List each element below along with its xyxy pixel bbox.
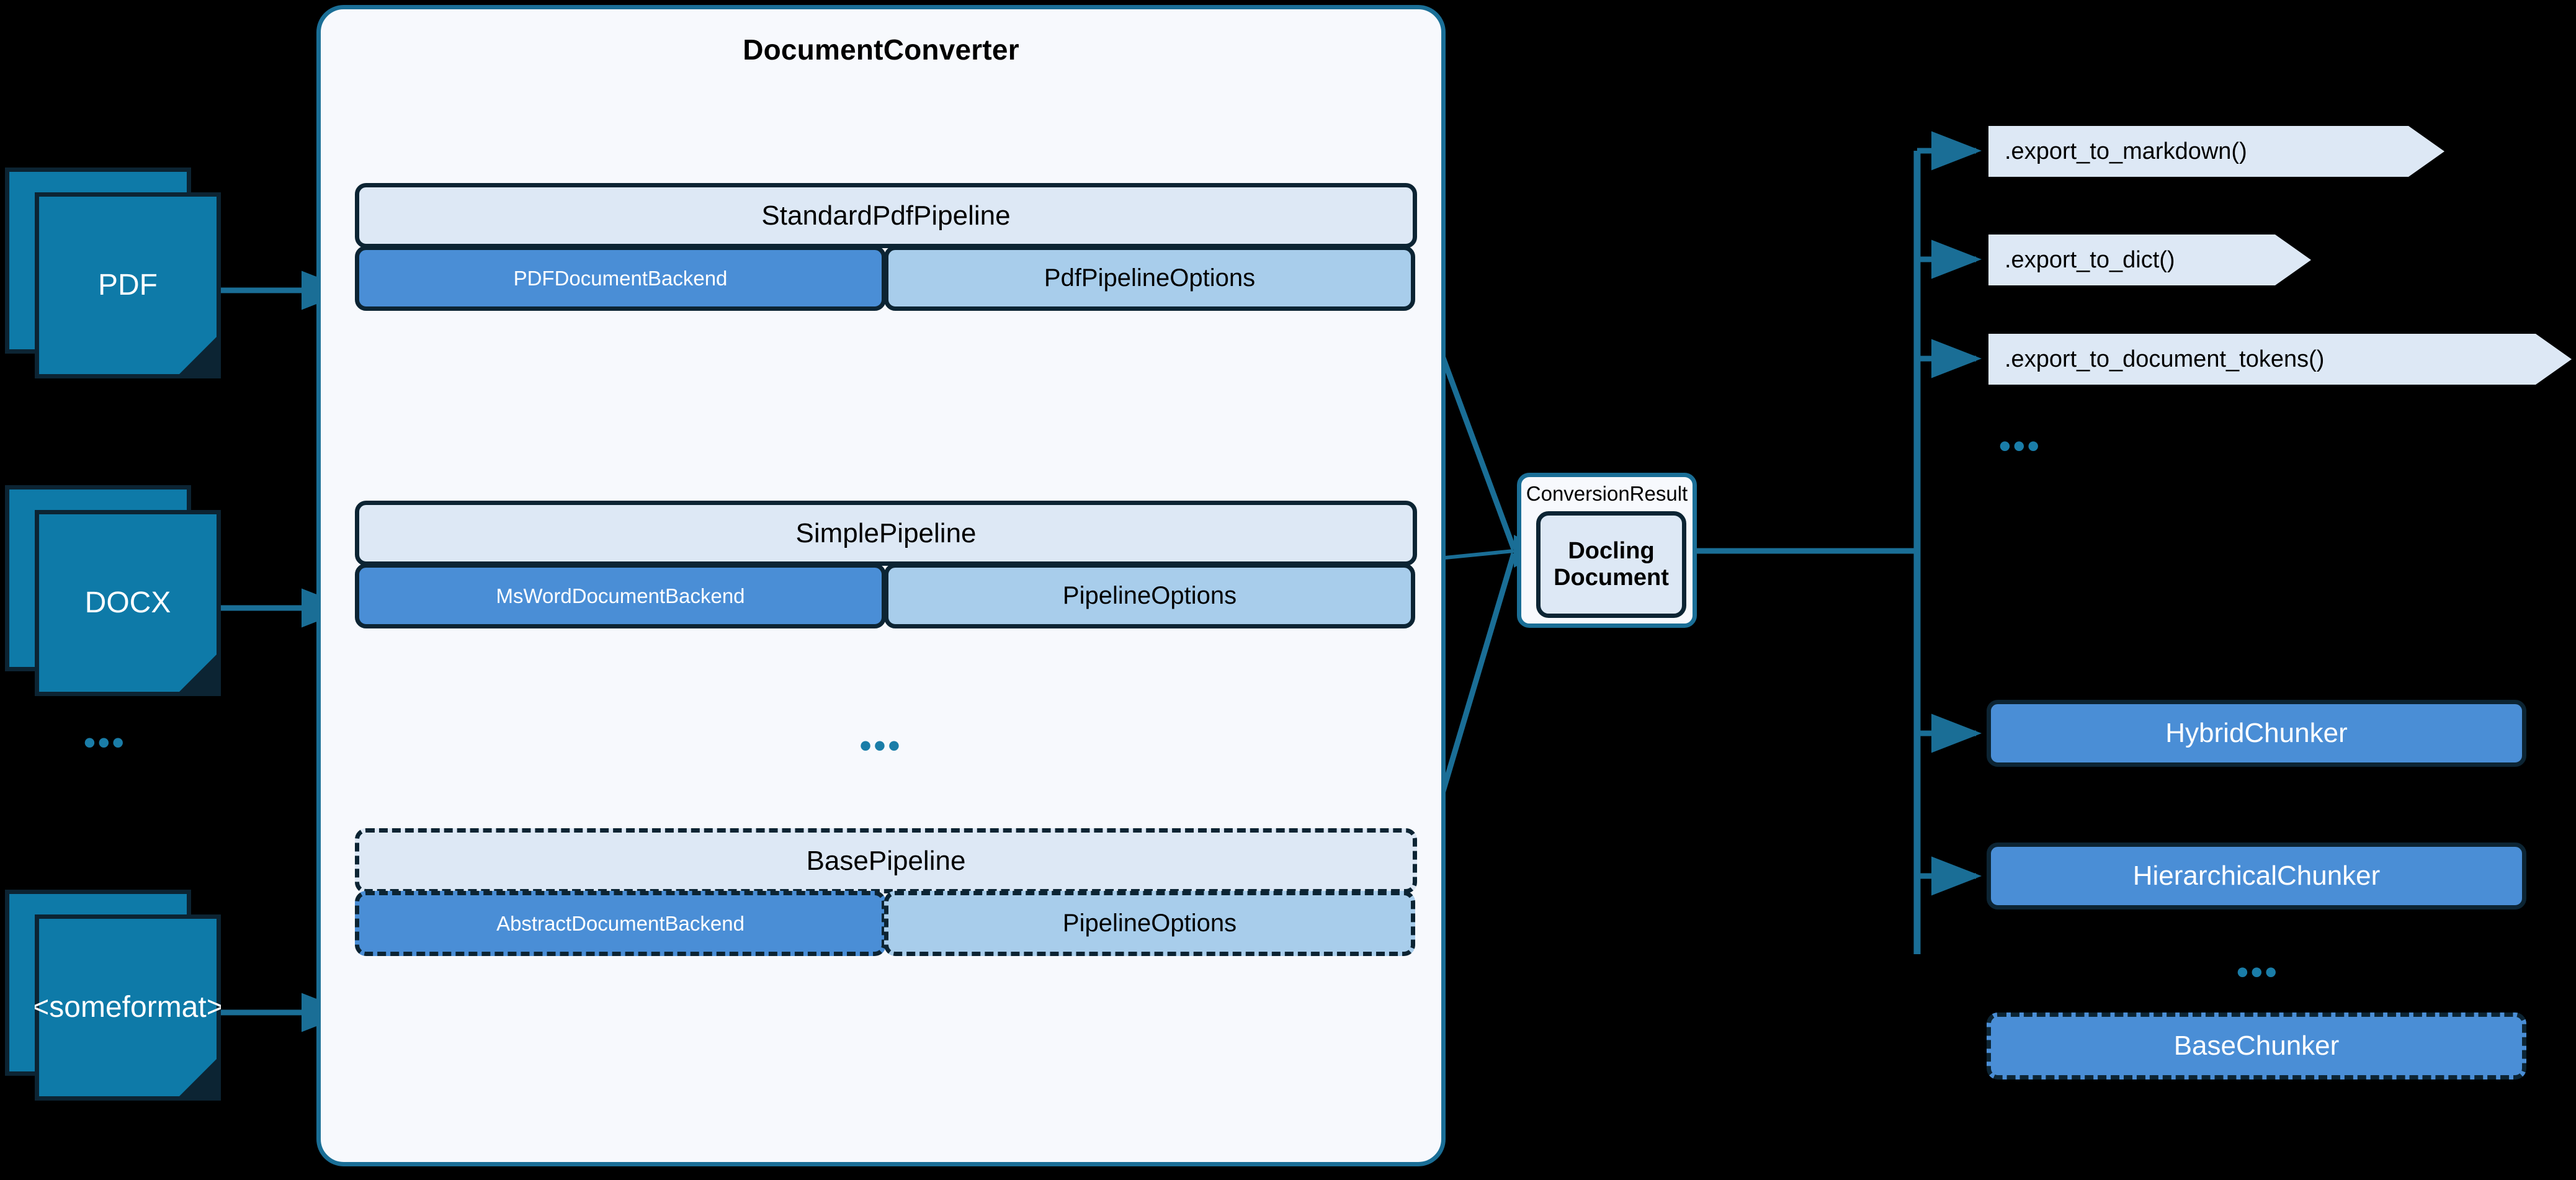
conversion-result-label: ConversionResult: [1526, 482, 1688, 505]
export-chevron-markdown[interactable]: .export_to_markdown(): [1988, 126, 2444, 177]
source-label-other-line2: format>: [122, 990, 224, 1024]
export-label-dict: .export_to_dict(): [2005, 246, 2175, 273]
backend-box-abstract[interactable]: AbstractDocumentBackend: [355, 891, 886, 956]
chunker-box-hybrid[interactable]: HybridChunker: [1987, 700, 2526, 767]
export-label-document-tokens: .export_to_document_tokens(): [2005, 346, 2325, 372]
backend-box-msword[interactable]: MsWordDocumentBackend: [355, 563, 886, 628]
conversion-result-container[interactable]: ConversionResult Docling Document: [1517, 473, 1697, 628]
export-label-markdown: .export_to_markdown(): [2005, 138, 2247, 164]
source-label-pdf: PDF: [98, 268, 158, 302]
source-label-docx: DOCX: [84, 586, 171, 619]
document-front-sheet: DOCX: [35, 510, 221, 696]
chunker-label-base: BaseChunker: [2173, 1030, 2340, 1061]
pipeline-name-base: BasePipeline: [355, 828, 1417, 893]
chunkers-ellipsis: •••: [2237, 954, 2279, 991]
document-fold-icon: [175, 333, 221, 378]
document-converter-title: DocumentConverter: [743, 34, 1019, 66]
docling-document-box[interactable]: Docling Document: [1536, 511, 1686, 618]
document-fold-icon: [175, 1055, 221, 1101]
backend-box-pdf[interactable]: PDFDocumentBackend: [355, 246, 886, 311]
chunker-label-hybrid: HybridChunker: [2165, 718, 2348, 748]
options-box-base[interactable]: PipelineOptions: [884, 891, 1415, 956]
document-fold-icon: [175, 650, 221, 696]
source-label-other-line1: <some: [32, 990, 122, 1024]
chunker-label-hierarchical: HierarchicalChunker: [2132, 860, 2381, 891]
pipeline-name-standard-pdf: StandardPdfPipeline: [355, 183, 1417, 248]
pipeline-group-base[interactable]: BasePipeline AbstractDocumentBackend Pip…: [355, 828, 1417, 956]
pipeline-group-simple[interactable]: SimplePipeline MsWordDocumentBackend Pip…: [355, 501, 1417, 628]
options-box-simple[interactable]: PipelineOptions: [884, 563, 1415, 628]
pipeline-name-simple: SimplePipeline: [355, 501, 1417, 566]
converter-pipelines-ellipsis: •••: [859, 727, 903, 764]
document-converter-container: DocumentConverter StandardPdfPipeline PD…: [316, 5, 1446, 1166]
docling-document-line2: Document: [1554, 565, 1669, 591]
chunker-box-base[interactable]: BaseChunker: [1987, 1012, 2526, 1079]
docling-document-line1: Docling: [1568, 538, 1655, 565]
options-box-pdf[interactable]: PdfPipelineOptions: [884, 246, 1415, 311]
chunker-box-hierarchical[interactable]: HierarchicalChunker: [1987, 843, 2526, 910]
exports-ellipsis: •••: [1999, 427, 2042, 465]
pipeline-group-standard-pdf[interactable]: StandardPdfPipeline PDFDocumentBackend P…: [355, 183, 1417, 311]
sources-ellipsis: •••: [84, 724, 127, 761]
export-chevron-document-tokens[interactable]: .export_to_document_tokens(): [1988, 334, 2572, 385]
export-chevron-dict[interactable]: .export_to_dict(): [1988, 235, 2311, 285]
